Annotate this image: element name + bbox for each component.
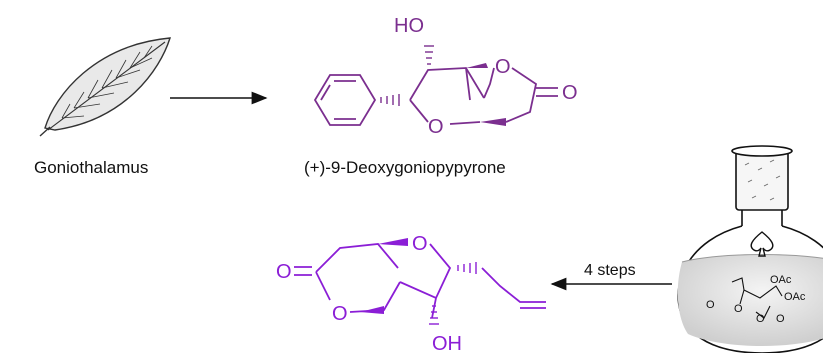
reaction-steps-label: 4 steps xyxy=(584,262,636,279)
flask-illustration xyxy=(677,145,823,354)
plant-name-label: Goniothalamus xyxy=(34,158,149,177)
molecule-bottom xyxy=(294,238,546,325)
flask-oac-2: OAc xyxy=(784,291,806,303)
atom-top-carbonyl-o: O xyxy=(562,82,578,104)
compound-name-label: (+)-9-Deoxygoniopypyrone xyxy=(304,158,506,177)
flask-oac-1: OAc xyxy=(770,274,792,286)
atom-bottom-ring-o2: O xyxy=(332,303,348,325)
atom-top-ring-o2: O xyxy=(428,116,444,138)
atom-top-ho: HO xyxy=(394,15,424,37)
flask-o-ketal-1: O xyxy=(756,313,765,325)
atom-top-ring-o: O xyxy=(495,56,511,78)
flask-o-left: O xyxy=(706,299,715,311)
atom-bottom-oh: OH xyxy=(432,333,462,353)
leaf-image xyxy=(39,37,171,137)
molecule-top xyxy=(313,45,558,126)
atom-bottom-ring-o: O xyxy=(412,233,428,255)
atom-bottom-carbonyl-o: O xyxy=(276,261,292,283)
flask-o-ketal-2: O xyxy=(776,313,785,325)
flask-o-mid: O xyxy=(734,303,743,315)
